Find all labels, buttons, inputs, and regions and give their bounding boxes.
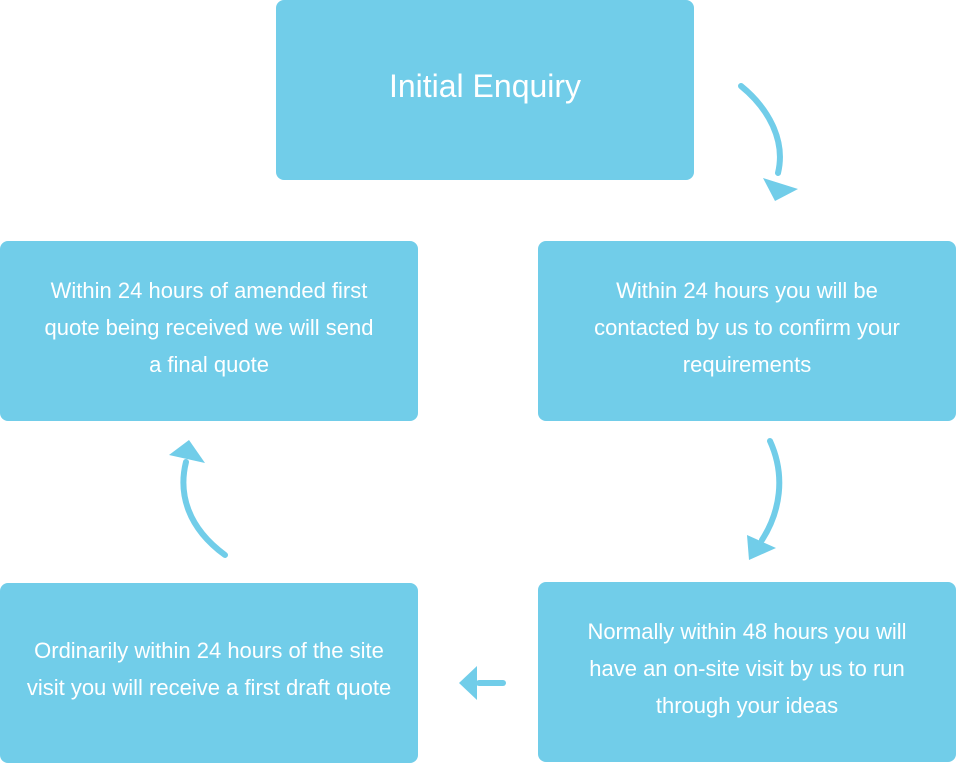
step-contact: Within 24 hours you will be contacted by… <box>538 241 956 421</box>
step-first-quote: Ordinarily within 24 hours of the site v… <box>0 583 418 763</box>
step-initial-enquiry-label: Initial Enquiry <box>388 68 582 104</box>
step-final-quote-label: Within 24 hours of amended first quote b… <box>44 277 374 377</box>
step-first-quote-label: Ordinarily within 24 hours of the site v… <box>26 638 392 700</box>
arrow-contact-to-visit-icon <box>747 438 783 560</box>
step-initial-enquiry: Initial Enquiry <box>276 0 694 180</box>
step-contact-label: Within 24 hours you will be contacted by… <box>594 277 900 377</box>
arrow-initial-to-contact-icon <box>738 83 798 201</box>
step-site-visit: Normally within 48 hours you will have a… <box>538 582 956 762</box>
arrow-draft-to-final-icon <box>169 440 228 558</box>
arrow-visit-to-draft-icon <box>459 666 506 700</box>
step-site-visit-label: Normally within 48 hours you will have a… <box>587 618 907 718</box>
step-final-quote: Within 24 hours of amended first quote b… <box>0 241 418 421</box>
